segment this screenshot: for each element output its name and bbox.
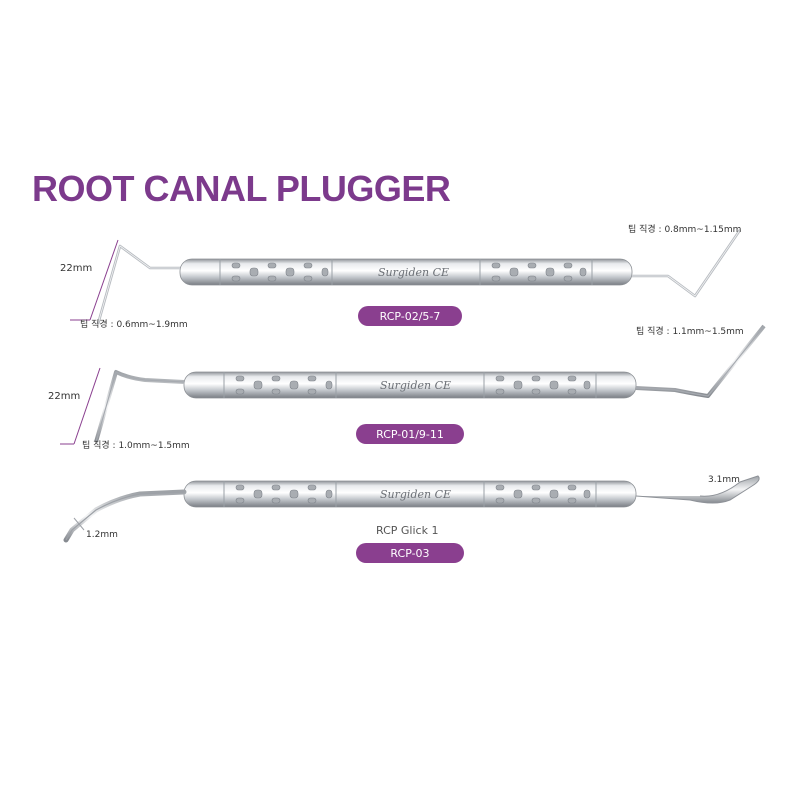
- instrument-rcp-01: [60, 324, 766, 445]
- model-code-badge-2: RCP-01/9-11: [356, 424, 464, 444]
- instrument-rcp-02: [70, 229, 742, 325]
- tip-size-left-3: 1.2mm: [86, 530, 118, 540]
- instrument-rcp-03: [63, 475, 760, 543]
- model-code-badge-3: RCP-03: [356, 543, 464, 563]
- tip-diameter-left-2: 팁 직경 : 1.0mm~1.5mm: [82, 441, 190, 451]
- instrument-name-3: RCP Glick 1: [376, 524, 439, 537]
- tip-diameter-right-2: 팁 직경 : 1.1mm~1.5mm: [636, 327, 744, 337]
- brand-engraving-3: Surgiden CE: [380, 488, 451, 501]
- tip-diameter-right-1: 팁 직경 : 0.8mm~1.15mm: [628, 225, 742, 235]
- brand-engraving-2: Surgiden CE: [380, 379, 451, 392]
- tip-size-right-3: 3.1mm: [708, 475, 740, 485]
- tip-diameter-left-1: 팁 직경 : 0.6mm~1.9mm: [80, 320, 188, 330]
- brand-engraving-1: Surgiden CE: [378, 266, 449, 279]
- length-label-1: 22mm: [60, 263, 93, 274]
- length-label-2: 22mm: [48, 391, 81, 402]
- page-title: ROOT CANAL PLUGGER: [32, 168, 451, 209]
- model-code-badge-1: RCP-02/5-7: [358, 306, 462, 326]
